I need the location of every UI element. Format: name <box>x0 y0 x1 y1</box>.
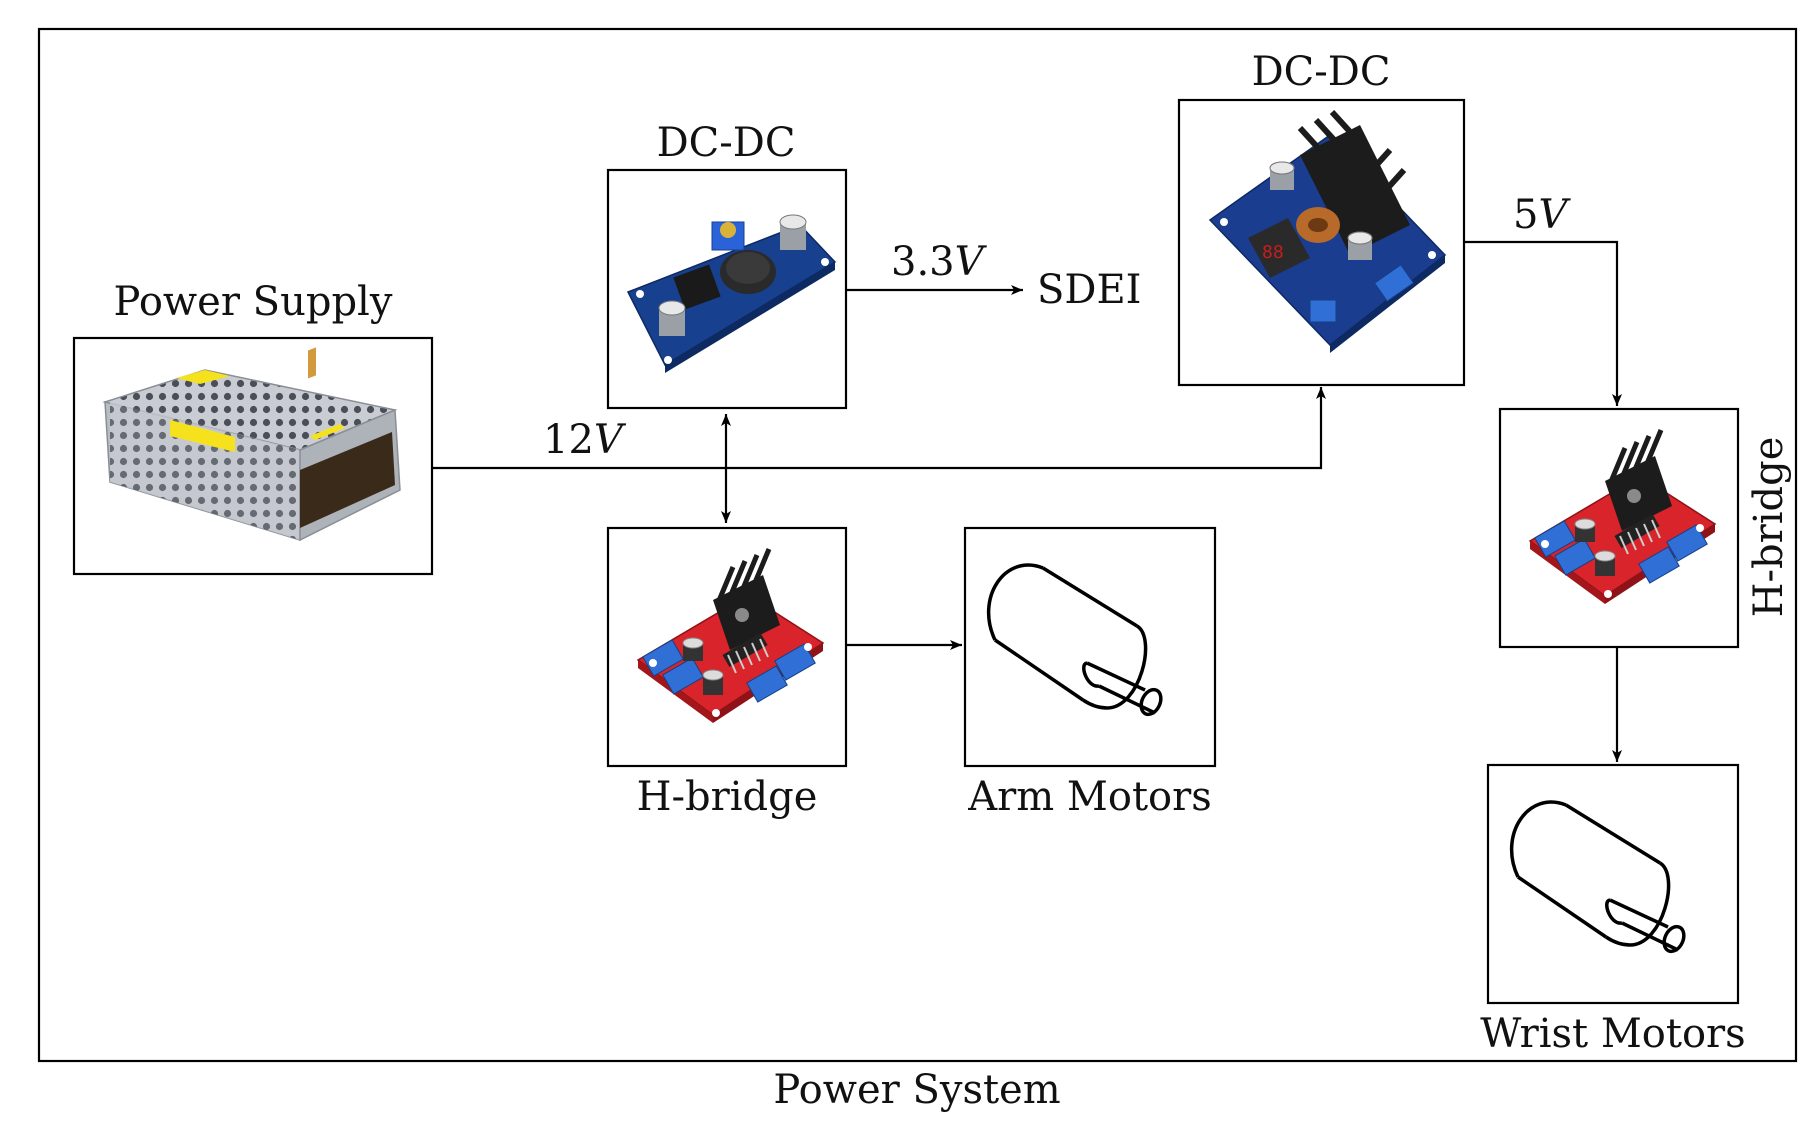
wrist-motors-block: Wrist Motors <box>1480 763 1746 1057</box>
arm-motors-block: Arm Motors <box>963 526 1217 820</box>
voltage-value-5: 5 <box>1513 192 1538 238</box>
voltage-label-3v3: 3.3V <box>891 239 988 285</box>
voltage-unit-12: V <box>594 417 627 463</box>
hbridge-wrist-block: H-bridge <box>1498 407 1792 649</box>
voltage-value-3v3: 3.3 <box>891 239 955 285</box>
dcdc-3v3-label: DC-DC <box>657 120 796 166</box>
power-supply-icon <box>102 347 401 542</box>
power-system-label: Power System <box>773 1067 1060 1113</box>
voltage-label-12v: 12V <box>543 417 627 463</box>
power-supply-block: Power Supply <box>72 279 434 576</box>
voltage-unit-5: V <box>1538 192 1571 238</box>
wrist-motors-label: Wrist Motors <box>1480 1011 1745 1057</box>
buck-converter-display-icon: 88 <box>1208 109 1447 353</box>
power-supply-label: Power Supply <box>114 279 393 325</box>
voltage-unit-3v3: V <box>955 239 988 285</box>
svg-text:88: 88 <box>1262 242 1284 263</box>
hbridge-wrist-label: H-bridge <box>1746 437 1792 618</box>
arm-motors-label: Arm Motors <box>967 774 1212 820</box>
voltage-label-5v: 5V <box>1513 192 1571 238</box>
voltage-value-12: 12 <box>543 417 594 463</box>
wire-5v-to-hbridge-wrist <box>1464 240 1622 406</box>
hbridge-arm-label: H-bridge <box>637 774 818 820</box>
buck-converter-icon <box>626 214 837 373</box>
power-system-frame <box>37 27 1798 1063</box>
sdei-label: SDEI <box>1037 267 1141 313</box>
hbridge-arm-block: H-bridge <box>606 526 848 820</box>
dcdc-3v3-block: DC-DC <box>606 120 848 410</box>
dcdc-5v-label: DC-DC <box>1252 49 1391 95</box>
dcdc-5v-block: DC-DC 88 <box>1177 49 1466 387</box>
